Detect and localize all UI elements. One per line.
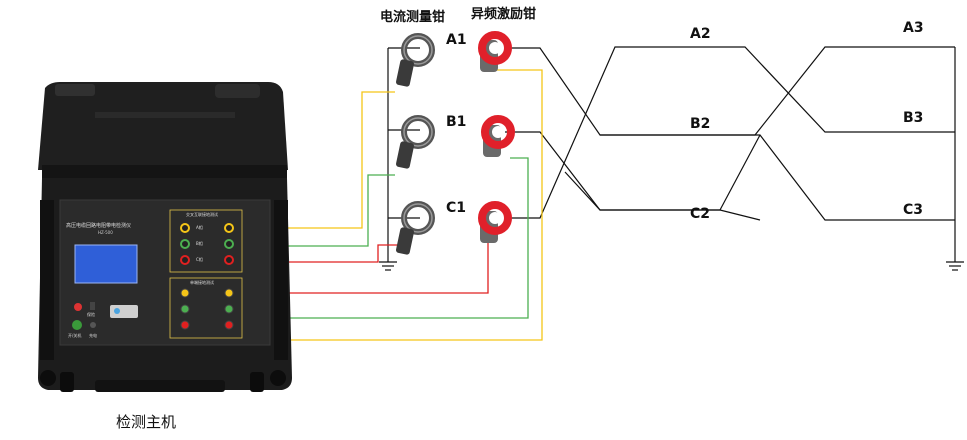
current-clamp-a1 (396, 33, 435, 87)
excitation-clamp-b1 (481, 115, 515, 157)
main-unit (38, 82, 292, 392)
ground-symbol-left (379, 261, 397, 271)
phase-label-a2: A2 (690, 26, 711, 42)
terminal-b-label: B相 (196, 241, 203, 246)
upper-box-title: 交叉互联接地测试 (186, 212, 218, 217)
wire-red-signal (240, 244, 405, 263)
wire-yellow-excitation (170, 69, 543, 341)
cable-c1 (505, 46, 955, 219)
cable-c2-b3 (564, 171, 761, 221)
charge-label: 充电 (89, 333, 97, 338)
wire-red-excitation (228, 240, 489, 294)
terminal-a-label: A相 (196, 225, 203, 230)
fuse-label: 保险 (87, 312, 95, 317)
current-clamp-c1 (396, 201, 435, 255)
lower-box-title: 单端接地测试 (190, 280, 214, 285)
ground-symbol-right (946, 261, 964, 271)
main-unit-lid (38, 82, 288, 170)
upper-terminals (180, 223, 234, 265)
cable-b2-c3 (600, 46, 955, 136)
lower-test-box (169, 277, 243, 339)
excitation-clamp-c1 (478, 201, 512, 243)
wire-yellow-signal (240, 91, 395, 229)
phase-label-c3: C3 (903, 202, 924, 218)
excitation-clamp-a1 (478, 31, 512, 72)
device-panel-title: 高压电缆回路电阻带电检测仪 (66, 223, 132, 229)
main-unit-caption: 检测主机 (116, 413, 177, 431)
phase-label-b1: B1 (446, 114, 467, 130)
phase-label-b3: B3 (903, 110, 924, 126)
current-clamp-b1 (396, 115, 435, 169)
red-indicator (74, 303, 82, 311)
phase-label-c1: C1 (446, 200, 467, 216)
cable-b1 (505, 131, 720, 211)
cable-a1 (505, 47, 955, 221)
lower-terminals (180, 288, 234, 330)
terminal-c-label: C相 (196, 257, 203, 262)
power-label: 开/关机 (68, 333, 82, 338)
power-button (72, 320, 82, 330)
phase-label-a3: A3 (903, 20, 924, 36)
phase-label-a1: A1 (446, 32, 467, 48)
current-clamp-label: 电流测量钳 (380, 10, 446, 25)
upper-test-box (169, 209, 243, 273)
cable-lines (387, 46, 956, 262)
wire-green-signal (240, 174, 395, 247)
device-model: HZ-500 (98, 230, 113, 235)
phase-label-c2: C2 (690, 206, 711, 222)
phase-label-b2: B2 (690, 116, 711, 132)
lcd-screen (74, 244, 138, 284)
excitation-clamp-label: 异频激励钳 (471, 7, 537, 22)
